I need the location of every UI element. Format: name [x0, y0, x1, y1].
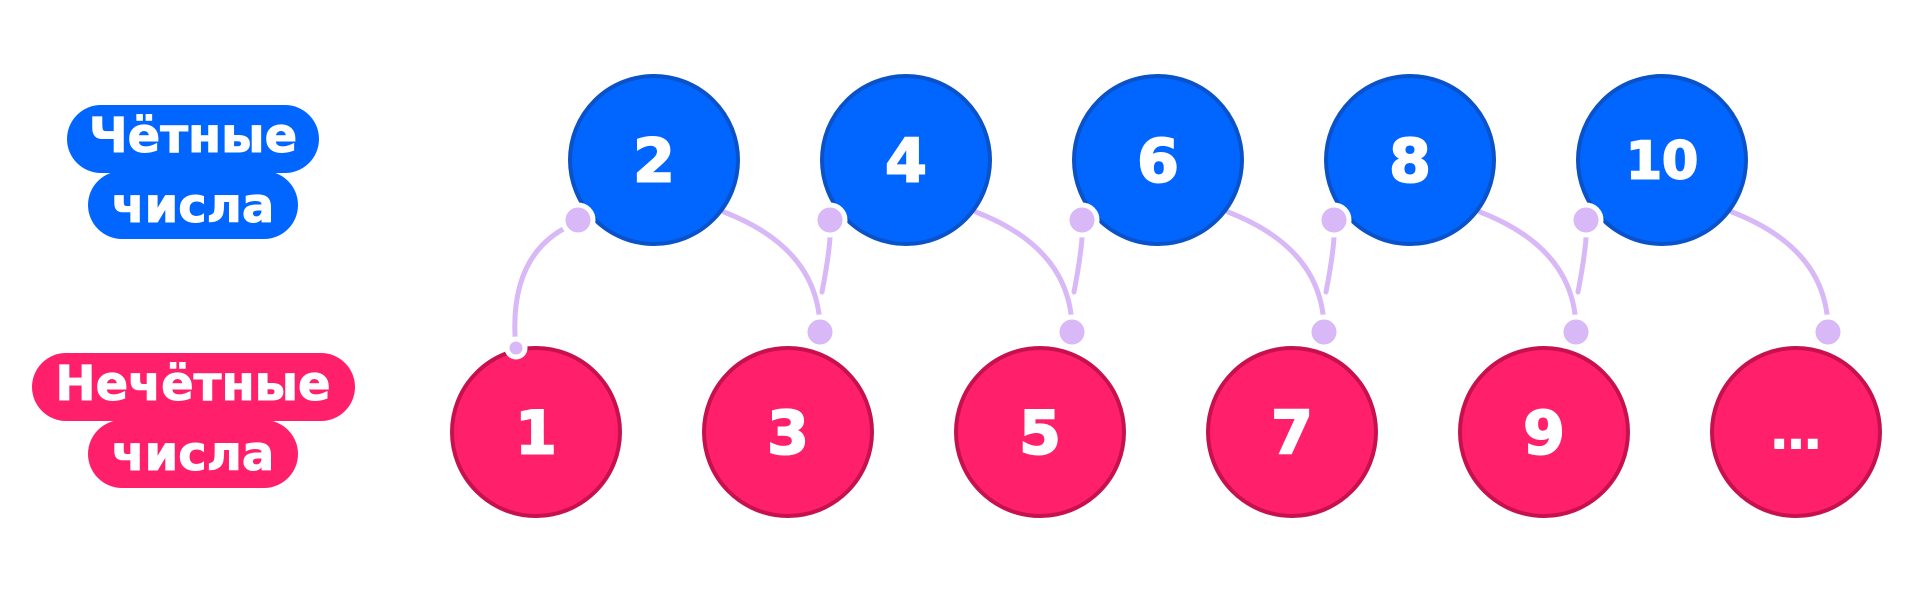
connector-dot — [1316, 202, 1352, 238]
odd-number-label: 3 — [767, 399, 809, 469]
even-number-circle — [568, 74, 740, 246]
connector-dot — [812, 202, 848, 238]
even-number-node: 8 — [1324, 74, 1496, 246]
connector-arc — [512, 219, 581, 353]
connector-dot — [1558, 314, 1594, 350]
even-number-label: 2 — [633, 127, 675, 197]
connector-arc — [721, 209, 823, 337]
connector-dot — [1054, 314, 1090, 350]
even-number-node: 2 — [568, 74, 740, 246]
odd-label-pill-2 — [88, 420, 298, 488]
odd-numbers-label: Нечётные числа — [32, 353, 355, 488]
even-number-node: 4 — [820, 74, 992, 246]
odd-number-node: ... — [1710, 346, 1882, 518]
connector-arc — [973, 209, 1075, 337]
connector-dot — [1568, 202, 1604, 238]
connector-dots — [504, 202, 1846, 360]
even-number-label: 6 — [1137, 127, 1179, 197]
odd-number-node: 1 — [450, 346, 622, 518]
even-label-pill-2 — [88, 171, 298, 239]
even-number-label: 10 — [1626, 132, 1698, 192]
even-number-circles: 2 4 6 8 10 — [568, 74, 1748, 246]
odd-number-circles: 1 3 5 7 9... — [450, 346, 1882, 518]
even-number-label: 4 — [885, 127, 927, 197]
even-label-line1: Чётные — [89, 108, 297, 164]
connector-arc — [1729, 209, 1831, 337]
connector-dot — [1810, 314, 1846, 350]
odd-label-line1: Нечётные — [55, 356, 330, 412]
even-number-circle — [820, 74, 992, 246]
odd-number-label: 1 — [515, 399, 557, 469]
odd-number-circle — [1458, 346, 1630, 518]
odd-number-node: 9 — [1458, 346, 1630, 518]
even-numbers-label: Чётные числа — [67, 105, 319, 239]
even-number-circle — [1324, 74, 1496, 246]
odd-label-line2: числа — [112, 426, 275, 482]
connector-dot — [560, 202, 596, 238]
even-number-node: 10 — [1576, 74, 1748, 246]
connector-dot — [1306, 314, 1342, 350]
connector-dot — [504, 336, 528, 360]
connector-arc — [1225, 209, 1327, 337]
even-number-circle — [1576, 74, 1748, 246]
odd-number-circle — [702, 346, 874, 518]
odd-number-circle — [1206, 346, 1378, 518]
odd-number-label: ... — [1771, 408, 1821, 459]
connector-dot — [802, 314, 838, 350]
even-number-circle — [1072, 74, 1244, 246]
odd-number-circle — [954, 346, 1126, 518]
odd-number-label: 9 — [1523, 399, 1565, 469]
odd-number-label: 5 — [1019, 399, 1061, 469]
odd-number-label: 7 — [1271, 399, 1313, 469]
even-number-label: 8 — [1389, 127, 1431, 197]
odd-number-circle — [1710, 346, 1882, 518]
even-number-node: 6 — [1072, 74, 1244, 246]
connector-arc — [1477, 209, 1579, 337]
odd-number-node: 7 — [1206, 346, 1378, 518]
odd-number-circle — [450, 346, 622, 518]
odd-label-pill-1 — [32, 353, 355, 421]
odd-number-node: 5 — [954, 346, 1126, 518]
odd-number-node: 3 — [702, 346, 874, 518]
even-label-pill-1 — [67, 105, 319, 173]
connector-dot — [1064, 202, 1100, 238]
even-label-line2: числа — [112, 178, 275, 234]
